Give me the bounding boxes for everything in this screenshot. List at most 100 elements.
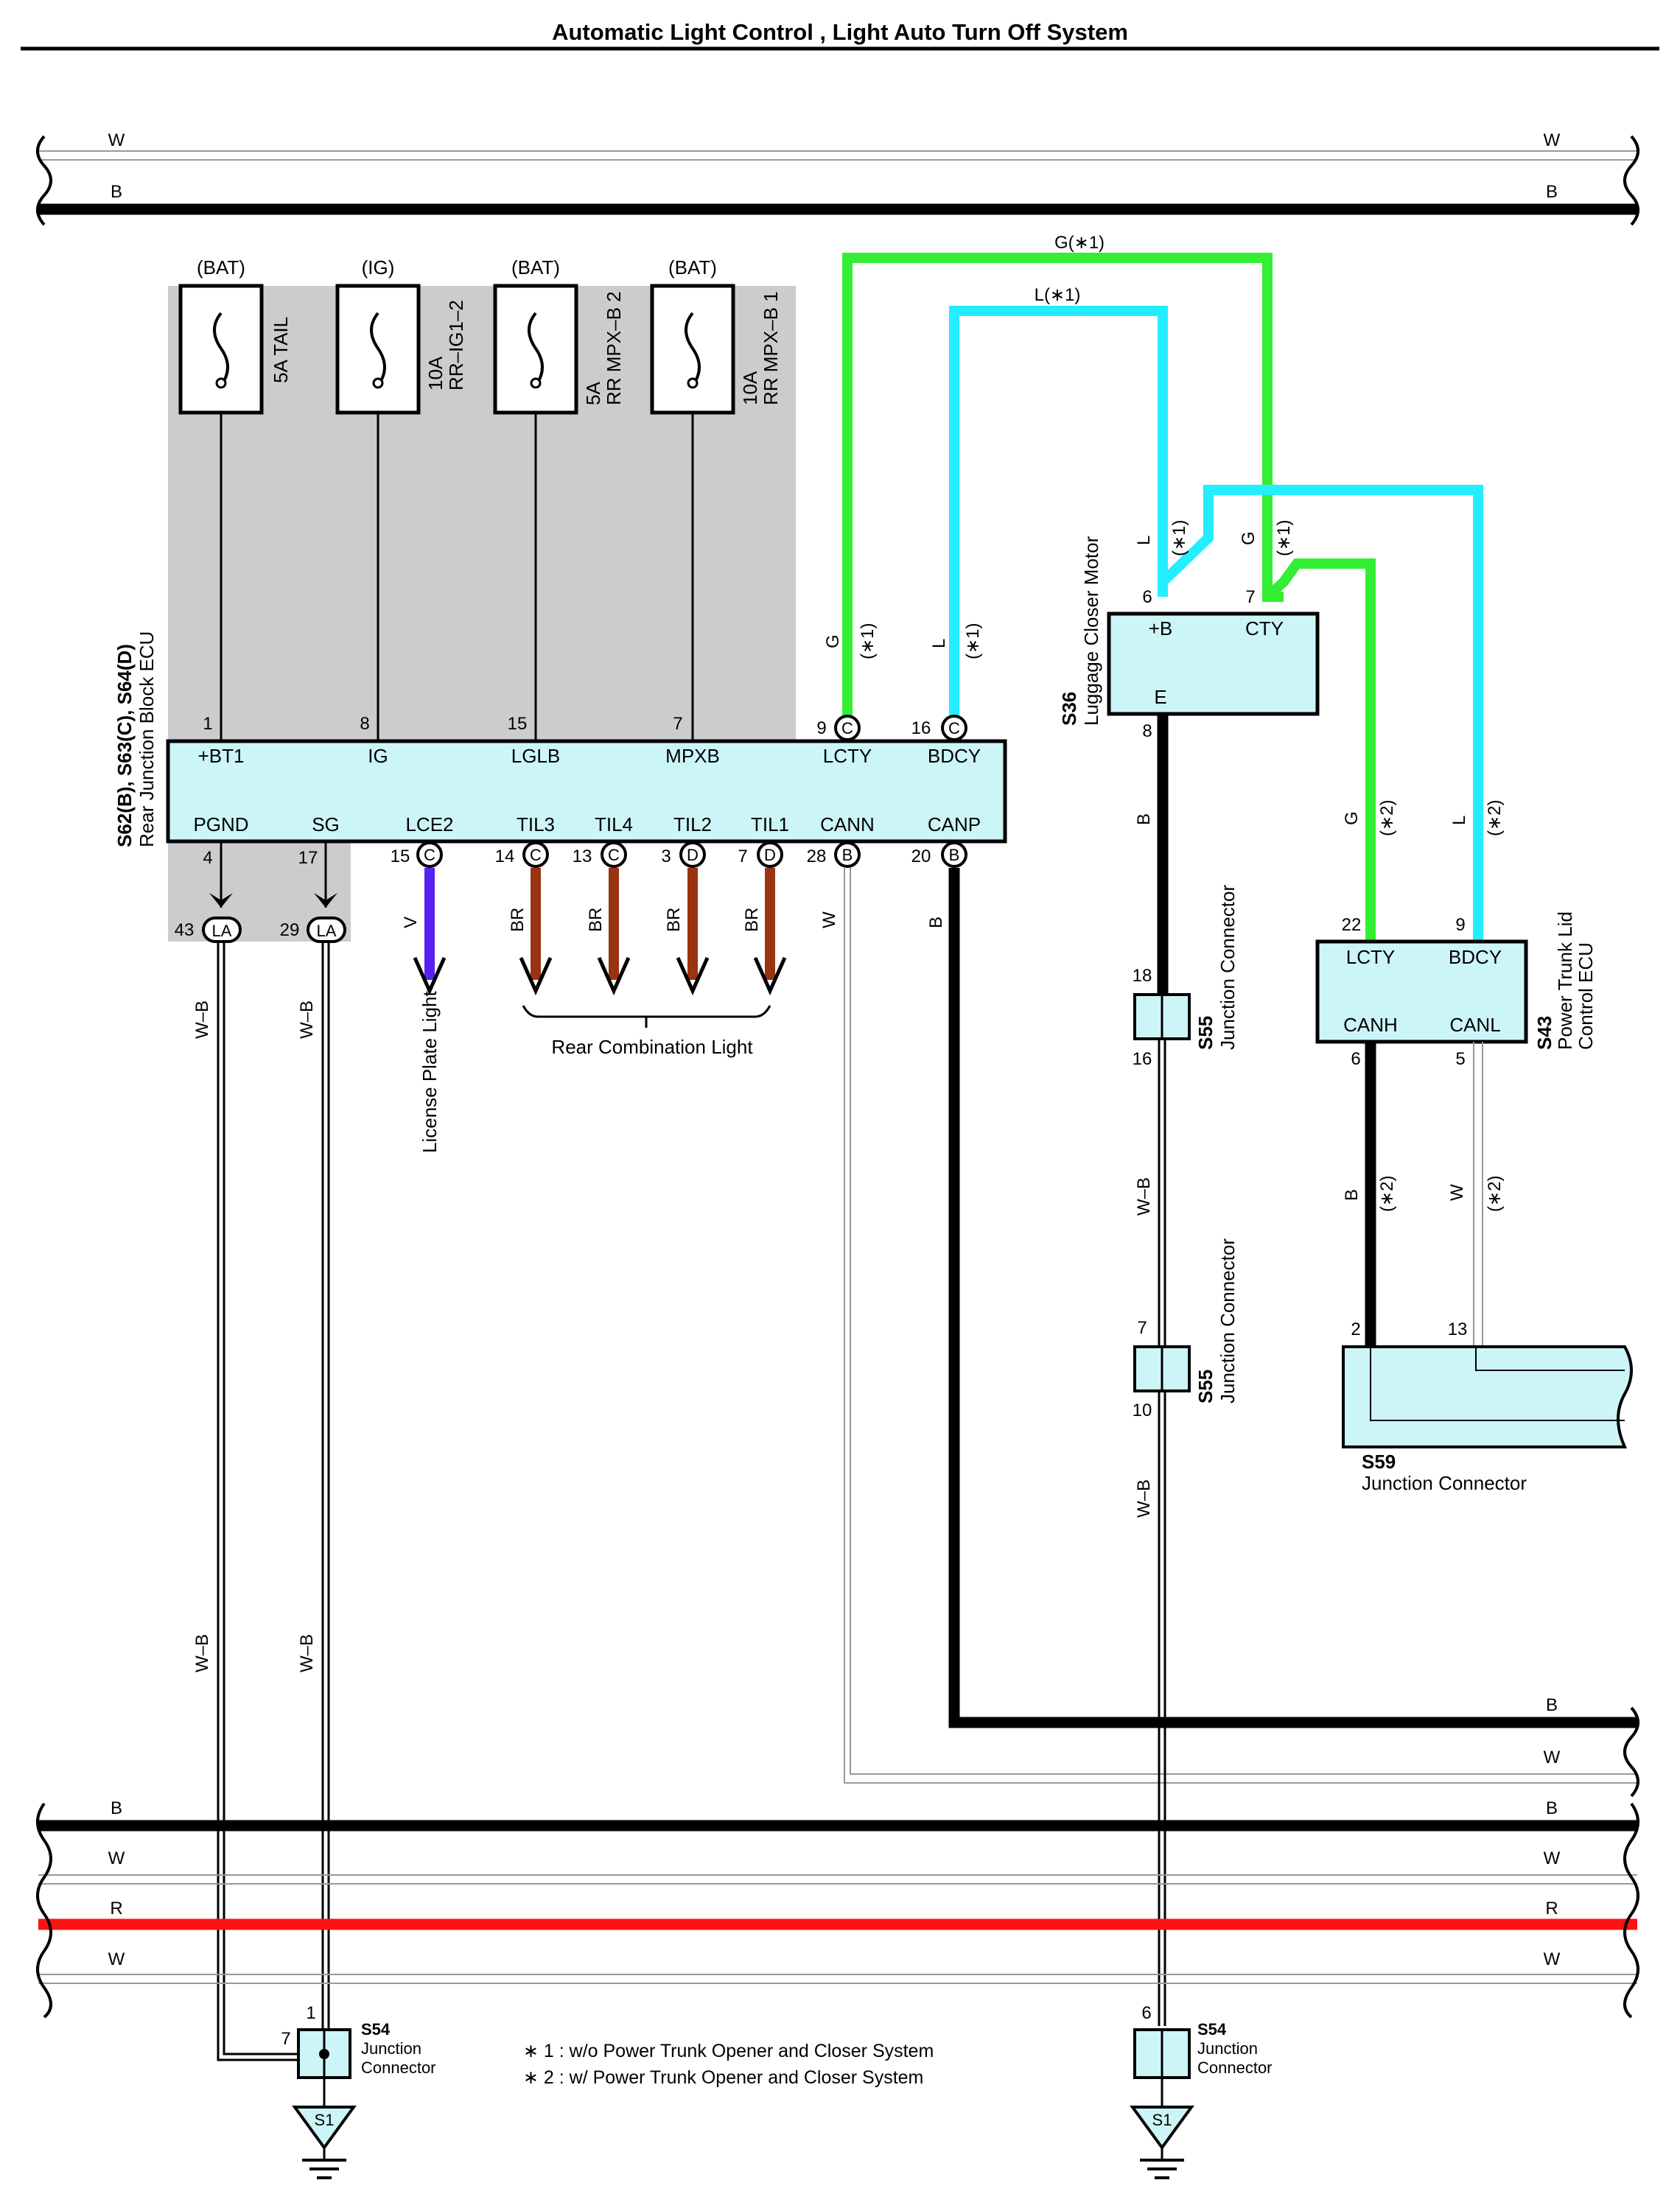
wire-label-wb-s55b: W–B	[1134, 1479, 1154, 1518]
la-connector: LA LA 43 29	[175, 841, 346, 943]
fuse-2-source: (IG)	[362, 256, 395, 278]
s54a-pin-1: 1	[306, 2003, 315, 2023]
wire-label-star1-g-left: (∗1)	[858, 623, 878, 659]
ecu-pin-til1: TIL1	[751, 813, 789, 835]
s43-power-trunk-lid-ecu: LCTY BDCY CANH CANL 22 9 6 5 S43 Power T…	[1315, 911, 1597, 1069]
wire-label-br-3: BR	[664, 908, 684, 932]
wire-label-b-s36: B	[1134, 813, 1154, 825]
ecu-pin-lglb: LGLB	[511, 745, 561, 767]
la-pin-29: 29	[280, 920, 300, 940]
bus-top-w-left: W	[108, 130, 125, 150]
s36-pin-cty: CTY	[1245, 617, 1284, 639]
conn-d-til1: D	[764, 846, 776, 864]
s59-pin-2: 2	[1351, 1319, 1360, 1339]
load-wires	[413, 868, 787, 1028]
ecu-pin-sg: SG	[312, 813, 340, 835]
ecu-pin-num-17: 17	[298, 848, 318, 868]
s55a-name: Junction Connector	[1217, 885, 1239, 1050]
s43-num-5: 5	[1455, 1049, 1465, 1069]
ecu-pin-num-20: 20	[911, 847, 931, 866]
wire-label-br-2: BR	[586, 908, 606, 932]
fuse-3-name: RR MPX–B 2	[603, 291, 625, 405]
s36-luggage-closer-motor: +B CTY E 6 7 8 S36 Luggage Closer Motor	[1058, 536, 1320, 741]
ecu-pin-til2: TIL2	[673, 813, 712, 835]
s59-pin-13: 13	[1448, 1319, 1468, 1339]
s43-name-1: Power Trunk Lid	[1554, 911, 1576, 1050]
s43-pin-lcty: LCTY	[1346, 946, 1395, 968]
ecu-pin-ig: IG	[368, 745, 388, 767]
wire-label-br-4: BR	[742, 908, 762, 932]
s43-code: S43	[1533, 1016, 1555, 1050]
ecu-pin-til4: TIL4	[595, 813, 633, 835]
wire-label-star1-l-left: (∗1)	[963, 623, 983, 659]
ecu-pin-num-13: 13	[573, 847, 592, 866]
s43-pin-canh: CANH	[1343, 1014, 1398, 1036]
fuse-rr-ig1-2: (IG) 10A RR–IG1–2	[335, 256, 467, 415]
fuse-tail: (BAT) 5A TAIL	[178, 256, 292, 415]
ecu-pin-pgnd: PGND	[193, 813, 248, 835]
ecu-pin-lce2: LCE2	[405, 813, 453, 835]
wire-label-star2-b-s43: (∗2)	[1377, 1176, 1397, 1212]
ecu-pin-num-28: 28	[807, 847, 827, 866]
s59-code: S59	[1362, 1451, 1396, 1473]
ecu-pin-bt1: +BT1	[198, 745, 245, 767]
ecu-pin-cann: CANN	[820, 813, 875, 835]
s54a-code: S54	[361, 2020, 391, 2039]
license-plate-light: License Plate Light	[419, 991, 441, 1153]
ecu-pin-til3: TIL3	[517, 813, 555, 835]
ecu-pin-num-16: 16	[911, 718, 931, 738]
wire-label-br-1: BR	[508, 908, 528, 932]
wire-label-wb-3: W–B	[192, 1634, 212, 1672]
bus-bot-r-left: R	[110, 1899, 122, 1918]
wire-label-star2-w-s43: (∗2)	[1485, 1176, 1505, 1212]
fuse-3-rating: 5A	[582, 382, 604, 405]
s55b-code: S55	[1194, 1370, 1217, 1403]
ecu-conn-c-9: C	[841, 719, 853, 737]
fuse-wires	[220, 413, 694, 741]
ecu-pin-num-4: 4	[203, 848, 212, 868]
la-pin-43: 43	[175, 920, 195, 940]
s54a-pin-7: 7	[281, 2029, 290, 2049]
wire-label-b-s43: B	[1342, 1189, 1362, 1201]
rear-junction-block-ecu: S62(B), S63(C), S64(D) Rear Junction Blo…	[113, 631, 1007, 847]
s43-num-6: 6	[1351, 1049, 1360, 1069]
s54b-name-1: Junction	[1197, 2039, 1258, 2058]
wb-wires-right	[1158, 1039, 1166, 2026]
can-wires	[844, 868, 1639, 1798]
ecu-bottom-connectors: C C C D D B B	[416, 841, 967, 868]
ecu-pin-num-15: 15	[508, 714, 528, 734]
top-bus: W W B B	[36, 130, 1639, 226]
ecu-pin-num-3: 3	[661, 847, 671, 866]
ecu-bottom-pin-numbers: 4 17 15 14 13 3 7 28 20	[203, 847, 931, 868]
wire-label-star2-l-s43: (∗2)	[1485, 800, 1505, 836]
s43-num-9: 9	[1455, 915, 1465, 935]
fuse-2-rating: 10A	[424, 356, 447, 390]
s36-num-8: 8	[1142, 721, 1152, 741]
ecu-conn-c-16: C	[948, 719, 960, 737]
s55-junction-connector-upper: 18 16 S55 Junction Connector	[1133, 885, 1239, 1069]
fuse-1-source: (BAT)	[197, 256, 245, 278]
s54a-name-2: Connector	[361, 2058, 436, 2077]
s55-junction-connector-lower: 7 10 S55 Junction Connector	[1133, 1238, 1239, 1420]
s36-pin-b: +B	[1149, 617, 1173, 639]
ecu-pin-mpxb: MPXB	[665, 745, 720, 767]
s54a-name-1: Junction	[361, 2039, 421, 2058]
fuse-3-source: (BAT)	[511, 256, 560, 278]
s55b-name: Junction Connector	[1217, 1238, 1239, 1403]
wire-label-w-s43: W	[1447, 1184, 1467, 1201]
s55a-code: S55	[1194, 1016, 1217, 1050]
conn-c-til4: C	[608, 846, 620, 864]
wire-label-b-canp: B	[926, 917, 946, 928]
ground-s1-left: S1	[315, 2111, 335, 2129]
s54b-pin-6: 6	[1141, 2003, 1151, 2023]
s43-num-22: 22	[1342, 915, 1362, 935]
s59-junction-connector: 2 13 S59 Junction Connector	[1342, 1319, 1633, 1494]
wire-label-star1-l-s36: (∗1)	[1169, 520, 1189, 556]
bus-bot-w2-left: W	[108, 1949, 125, 1969]
s36-code: S36	[1058, 692, 1080, 726]
bus-bot-w2-right: W	[1544, 1949, 1561, 1969]
wire-label-wb-1: W–B	[192, 1000, 212, 1039]
s54-junction-connector-right: 6 S54 Junction Connector S1	[1130, 2003, 1273, 2179]
diagram-title: Automatic Light Control , Light Auto Tur…	[552, 19, 1128, 45]
s55b-pin-10: 10	[1133, 1401, 1152, 1420]
